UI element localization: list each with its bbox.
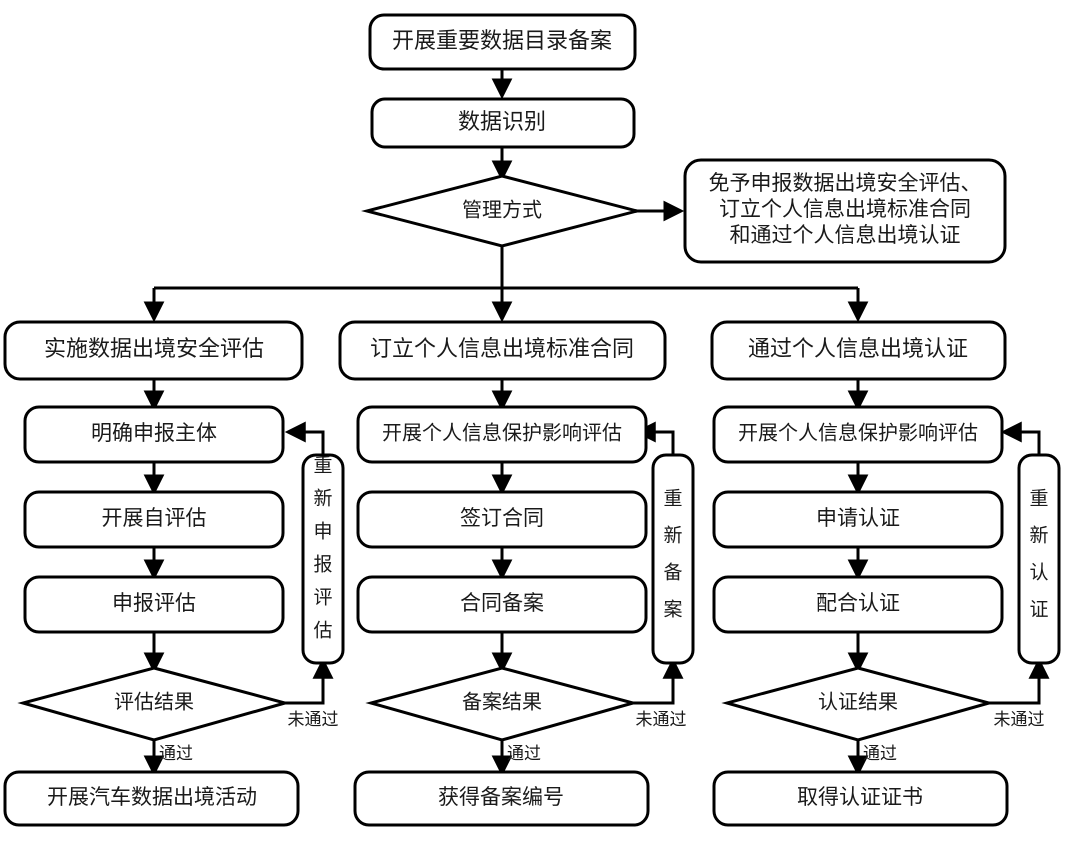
exemption-line-2: 订立个人信息出境标准合同 xyxy=(719,197,971,221)
branch-1-retry-label-c4: 评 xyxy=(313,587,332,608)
branch-2-retry-label-c2: 备 xyxy=(663,561,682,583)
branch-certification: 通过个人信息出境认证 开展个人信息保护影响评估 申请认证 配合认证 认证结果 通… xyxy=(710,320,1061,827)
node-management-method[interactable]: 管理方式 xyxy=(361,174,643,248)
branch-1-retry-label-c2: 申 xyxy=(313,520,332,542)
exemption-box[interactable] xyxy=(683,158,1007,264)
branch-3-header-box[interactable] xyxy=(710,320,1007,381)
branch-3-retry-box[interactable] xyxy=(1017,453,1061,665)
branch-2-decision-label: 备案结果 xyxy=(462,691,542,714)
branch-standard-contract: 订立个人信息出境标准合同 开展个人信息保护影响评估 签订合同 合同备案 备案结果… xyxy=(338,320,695,827)
branch-2-retry-box[interactable] xyxy=(651,453,695,665)
branch-1-header-box[interactable] xyxy=(3,320,304,381)
edge-b1-retry-to-step1 xyxy=(284,421,325,455)
branch-2-step-2-label: 签订合同 xyxy=(460,506,544,530)
branch-3-step-1-box[interactable] xyxy=(712,405,1004,464)
branch-2-pass-label: 通过 xyxy=(507,744,541,763)
branch-3-retry-label-c1: 新 xyxy=(1029,524,1048,546)
branch-3-retry-label-c3: 证 xyxy=(1029,598,1048,620)
branch-1-step-3-box[interactable] xyxy=(23,575,285,634)
branch-1-step-2-label: 开展自评估 xyxy=(102,506,207,530)
edge-b3-retry-to-step1 xyxy=(1000,421,1041,455)
branch-3-decision-diamond[interactable] xyxy=(721,666,995,742)
branch-2-retry-label-c0: 重 xyxy=(663,487,682,509)
identify-box[interactable] xyxy=(370,97,636,149)
branch-2-step-2-box[interactable] xyxy=(356,490,648,549)
branch-1-header-label: 实施数据出境安全评估 xyxy=(44,336,264,361)
branch-2-result-label: 获得备案编号 xyxy=(438,785,564,809)
branch-2-fail-label: 未通过 xyxy=(636,710,687,729)
branch-1-step-2-box[interactable] xyxy=(23,490,285,549)
node-start[interactable]: 开展重要数据目录备案 xyxy=(368,13,637,71)
branch-1-pass-label: 通过 xyxy=(159,744,193,763)
branch-3-retry-label-c0: 重 xyxy=(1029,487,1048,509)
branch-1-decision-diamond[interactable] xyxy=(17,666,291,742)
management-method-diamond[interactable] xyxy=(361,174,643,248)
branch-1-result-label: 开展汽车数据出境活动 xyxy=(47,785,257,809)
branch-1-retry-box[interactable] xyxy=(301,453,345,665)
branch-1-step-1-label: 明确申报主体 xyxy=(91,421,217,445)
branch-2-step-1-box[interactable] xyxy=(356,405,648,464)
branch-3-result-label: 取得认证证书 xyxy=(797,785,923,809)
branch-1-step-1-box[interactable] xyxy=(23,405,285,464)
branch-1-step-3-label: 申报评估 xyxy=(112,591,196,615)
start-box[interactable] xyxy=(368,13,637,71)
branch-2-retry-label-c1: 新 xyxy=(663,524,682,546)
branch-1-retry-label-c5: 估 xyxy=(313,619,332,641)
branch-3-retry-label-c2: 认 xyxy=(1029,561,1048,583)
branch-2-decision-diamond[interactable] xyxy=(365,666,639,742)
edge-b2-retry-to-step1 xyxy=(634,421,675,455)
branch-3-pass-label: 通过 xyxy=(863,744,897,763)
node-data-identification[interactable]: 数据识别 xyxy=(370,97,636,149)
branch-2-header-box[interactable] xyxy=(338,320,667,381)
branch-1-decision-label: 评估结果 xyxy=(114,691,194,714)
branch-1-result-box[interactable] xyxy=(3,770,300,827)
branch-2-retry-label-c3: 案 xyxy=(663,598,682,620)
identify-label: 数据识别 xyxy=(458,109,546,134)
management-method-label: 管理方式 xyxy=(462,199,542,222)
branch-1-retry-label-c1: 新 xyxy=(313,487,332,509)
branch-1-fail-label: 未通过 xyxy=(288,710,339,729)
branch-3-fail-label: 未通过 xyxy=(994,710,1045,729)
branch-3-decision-label: 认证结果 xyxy=(818,691,898,714)
branch-2-step-1-label: 开展个人信息保护影响评估 xyxy=(382,422,622,445)
branch-security-assessment: 实施数据出境安全评估 明确申报主体 开展自评估 申报评估 评估结果 通过 未通过… xyxy=(3,320,345,827)
branch-2-step-3-box[interactable] xyxy=(356,575,648,634)
edge-b2-decision-fail-to-retry xyxy=(633,657,684,705)
branch-2-step-3-label: 合同备案 xyxy=(460,591,544,615)
edge-b3-decision-fail-to-retry xyxy=(989,657,1050,705)
start-label: 开展重要数据目录备案 xyxy=(392,28,612,53)
branch-2-header-label: 订立个人信息出境标准合同 xyxy=(370,336,634,361)
branch-1-retry-label-c3: 报 xyxy=(313,553,332,575)
branch-2-result-box[interactable] xyxy=(353,770,650,827)
edge-b1-decision-fail-to-retry xyxy=(285,657,334,705)
branch-1-retry-label-c0: 重 xyxy=(313,454,332,476)
branch-3-header-label: 通过个人信息出境认证 xyxy=(748,336,968,361)
node-exemption[interactable]: 免予申报数据出境安全评估、 订立个人信息出境标准合同 和通过个人信息出境认证 xyxy=(683,158,1007,264)
branch-3-result-box[interactable] xyxy=(712,770,1009,827)
branch-3-step-1-label: 开展个人信息保护影响评估 xyxy=(738,422,978,445)
exemption-line-1: 免予申报数据出境安全评估、 xyxy=(709,171,982,195)
branch-3-step-3-box[interactable] xyxy=(712,575,1004,634)
branch-3-step-2-box[interactable] xyxy=(712,490,1004,549)
exemption-line-3: 和通过个人信息出境认证 xyxy=(730,223,961,247)
edges-layer xyxy=(143,69,1050,777)
branch-3-step-3-label: 配合认证 xyxy=(816,591,900,615)
branch-3-step-2-label: 申请认证 xyxy=(816,506,900,530)
